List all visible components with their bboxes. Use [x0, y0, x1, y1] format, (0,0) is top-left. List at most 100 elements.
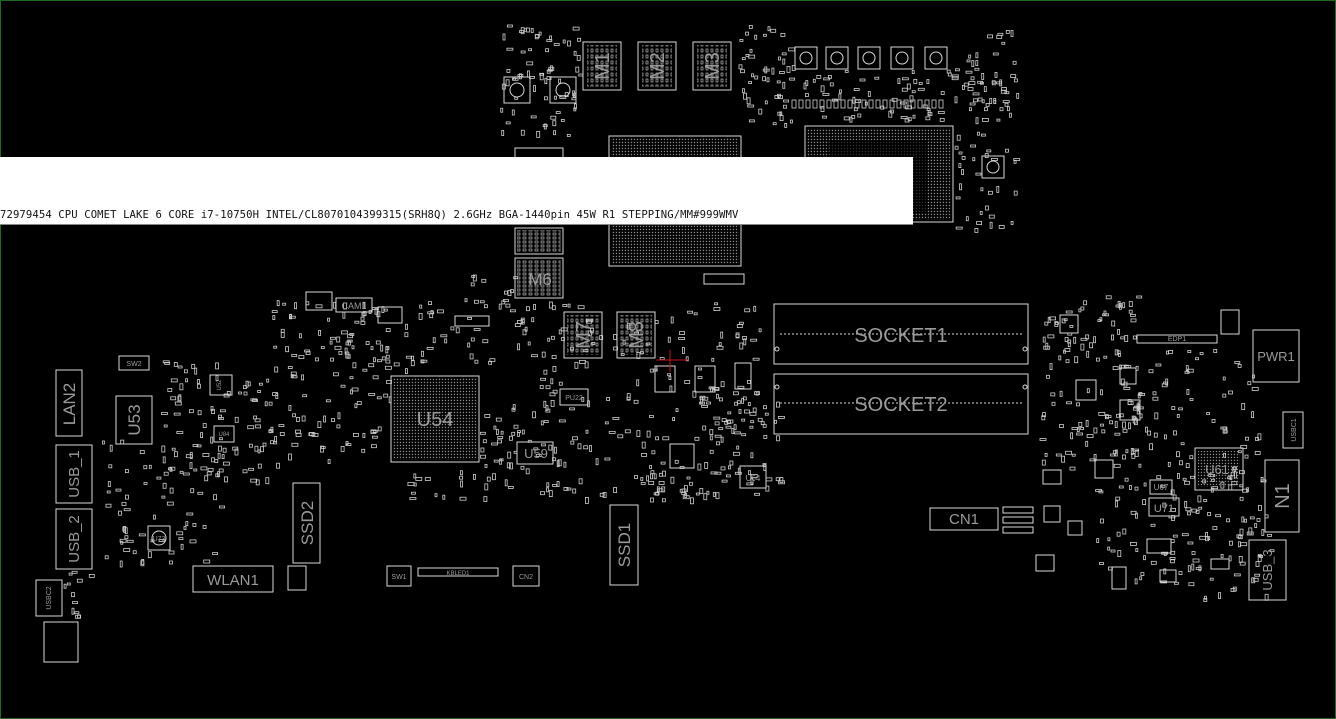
passive-component[interactable] [1170, 559, 1175, 564]
passive-component[interactable] [189, 462, 193, 470]
passive-component[interactable] [951, 76, 959, 81]
passive-component[interactable] [334, 345, 342, 350]
passive-component[interactable] [88, 574, 95, 578]
passive-component[interactable] [996, 185, 1000, 193]
passive-component[interactable] [1070, 432, 1073, 440]
passive-component[interactable] [662, 436, 670, 441]
passive-component[interactable] [739, 321, 744, 325]
passive-component[interactable] [280, 328, 285, 333]
passive-component[interactable] [743, 92, 747, 100]
passive-component[interactable] [511, 109, 515, 116]
passive-component[interactable] [736, 324, 743, 329]
passive-component[interactable] [189, 539, 197, 544]
passive-component[interactable] [710, 471, 718, 475]
passive-component[interactable] [254, 445, 259, 452]
passive-component[interactable] [327, 459, 331, 465]
passive-component[interactable] [1061, 455, 1065, 463]
passive-component[interactable] [295, 433, 302, 437]
passive-component[interactable] [527, 341, 531, 346]
passive-component[interactable] [323, 415, 327, 423]
passive-component[interactable] [1078, 421, 1083, 427]
passive-component[interactable] [1102, 313, 1109, 317]
passive-component[interactable] [1208, 474, 1216, 477]
passive-component[interactable] [560, 119, 565, 122]
passive-component[interactable] [1252, 577, 1259, 582]
passive-component[interactable] [418, 312, 423, 320]
passive-component[interactable] [1118, 485, 1124, 489]
passive-component[interactable] [1136, 410, 1140, 415]
passive-component[interactable] [1114, 421, 1118, 429]
passive-component[interactable] [986, 149, 992, 153]
passive-component[interactable] [1136, 403, 1140, 411]
passive-component[interactable] [716, 441, 720, 446]
passive-component[interactable] [899, 101, 907, 105]
passive-component[interactable] [982, 118, 989, 122]
passive-component[interactable] [158, 539, 166, 542]
passive-component[interactable] [803, 82, 807, 90]
passive-component[interactable] [583, 445, 589, 450]
passive-component[interactable] [1260, 479, 1267, 483]
passive-component[interactable] [1076, 427, 1080, 432]
passive-component[interactable] [1120, 364, 1127, 369]
passive-component[interactable] [692, 390, 697, 398]
passive-component[interactable] [764, 66, 768, 74]
passive-component[interactable] [1016, 93, 1020, 99]
passive-component[interactable] [519, 30, 524, 34]
passive-component[interactable] [1069, 466, 1076, 471]
passive-component[interactable] [132, 550, 137, 555]
component-n1[interactable] [1264, 459, 1300, 533]
passive-component[interactable] [1098, 411, 1106, 416]
passive-component[interactable] [985, 205, 989, 211]
passive-component[interactable] [617, 434, 624, 439]
passive-component[interactable] [651, 450, 656, 455]
passive-component[interactable] [1223, 452, 1226, 458]
passive-component[interactable] [76, 578, 83, 583]
passive-component[interactable] [788, 47, 795, 52]
passive-component[interactable] [980, 187, 984, 192]
passive-component[interactable] [774, 419, 777, 424]
passive-component[interactable] [961, 169, 964, 176]
passive-component[interactable] [1239, 496, 1244, 501]
passive-component[interactable] [385, 328, 391, 333]
passive-component[interactable] [747, 402, 751, 407]
passive-component[interactable] [1238, 541, 1241, 548]
passive-component[interactable] [434, 493, 438, 498]
passive-component[interactable] [984, 153, 989, 158]
passive-component[interactable] [234, 416, 239, 423]
passive-component[interactable] [715, 492, 720, 500]
passive-component[interactable] [262, 442, 267, 447]
passive-component[interactable] [549, 301, 553, 309]
passive-component[interactable] [840, 99, 846, 109]
passive-component[interactable] [981, 73, 985, 80]
passive-component[interactable] [1137, 393, 1141, 399]
passive-component[interactable] [294, 429, 301, 434]
passive-component[interactable] [657, 488, 664, 493]
passive-component[interactable] [360, 316, 365, 321]
passive-component[interactable] [776, 435, 780, 442]
passive-component[interactable] [954, 96, 958, 104]
passive-component[interactable] [1239, 528, 1244, 536]
passive-component[interactable] [351, 387, 359, 392]
passive-component[interactable] [1115, 500, 1118, 508]
passive-component[interactable] [1182, 477, 1187, 481]
passive-component[interactable] [918, 82, 923, 85]
passive-component[interactable] [123, 548, 131, 552]
passive-component[interactable] [1136, 295, 1143, 299]
passive-component[interactable] [959, 183, 962, 191]
passive-component[interactable] [562, 39, 566, 44]
passive-component[interactable] [511, 407, 516, 412]
passive-component[interactable] [1135, 365, 1139, 371]
passive-component[interactable] [902, 77, 909, 81]
passive-component[interactable] [984, 107, 988, 112]
passive-component[interactable] [287, 366, 293, 370]
passive-component[interactable] [543, 369, 548, 375]
passive-component[interactable] [654, 365, 658, 372]
passive-component[interactable] [765, 485, 770, 492]
passive-component[interactable] [282, 302, 287, 306]
passive-component[interactable] [737, 385, 745, 389]
passive-component[interactable] [778, 415, 785, 419]
passive-component[interactable] [675, 408, 679, 413]
passive-component[interactable] [938, 99, 944, 109]
passive-component[interactable] [955, 68, 960, 72]
passive-component[interactable] [751, 73, 754, 78]
